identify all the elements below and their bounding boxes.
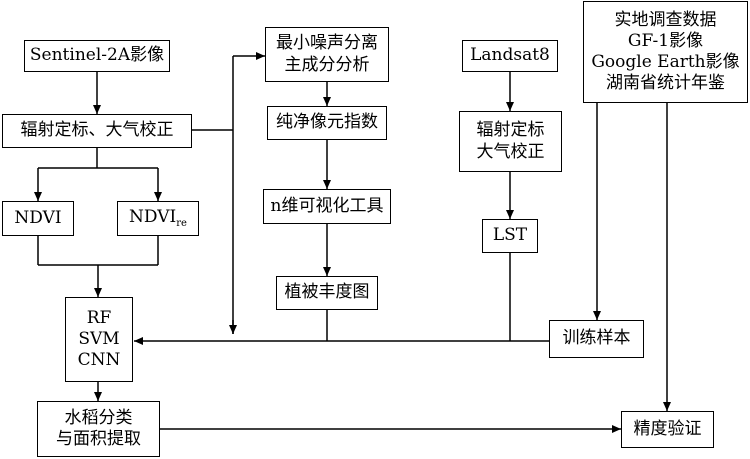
node-ndvis-label: n维可视化工具 xyxy=(270,195,384,216)
node-classifiers: RF SVM CNN xyxy=(65,297,133,382)
node-mnf-line1: 最小噪声分离 xyxy=(276,33,378,54)
node-ndvi-label: NDVI xyxy=(14,207,62,228)
node-ppi: 纯净像元指数 xyxy=(267,106,387,140)
node-fraction: 植被丰度图 xyxy=(276,276,378,310)
node-fraction-label: 植被丰度图 xyxy=(284,282,370,303)
node-extraction-line1: 水稻分类 xyxy=(64,407,133,428)
node-lst-label: LST xyxy=(492,225,528,246)
node-sources-line3: Google Earth影像 xyxy=(591,52,740,72)
node-radiometric-l8: 辐射定标 大气校正 xyxy=(459,111,562,172)
node-sources-line2: GF-1影像 xyxy=(627,30,704,51)
node-accuracy: 精度验证 xyxy=(621,411,714,448)
node-lst: LST xyxy=(482,219,538,253)
node-sentinel-2a: Sentinel-2A影像 xyxy=(24,40,170,72)
node-sources-line1: 实地调查数据 xyxy=(614,9,717,30)
node-training-samples-label: 训练样本 xyxy=(562,328,631,349)
node-ndvire-label: NDVI xyxy=(129,206,177,227)
node-extraction: 水稻分类 与面积提取 xyxy=(37,401,160,457)
node-sources-line4: 湖南省统计年鉴 xyxy=(606,73,725,94)
node-classifiers-rf: RF xyxy=(86,307,112,328)
node-classifiers-svm: SVM xyxy=(78,328,120,349)
node-ndvire-subscript: re xyxy=(176,217,187,229)
node-accuracy-label: 精度验证 xyxy=(633,418,702,439)
node-classifiers-cnn: CNN xyxy=(77,350,121,371)
node-training-samples: 训练样本 xyxy=(549,320,644,358)
node-ndvire: NDVIre xyxy=(117,201,199,236)
node-radiometric-l8-line1: 辐射定标 xyxy=(476,120,545,141)
node-radiometric-l8-line2: 大气校正 xyxy=(476,141,545,162)
node-sentinel-2a-label: Sentinel-2A影像 xyxy=(29,45,165,66)
node-sources: 实地调查数据 GF-1影像 Google Earth影像 湖南省统计年鉴 xyxy=(583,1,748,103)
node-ndvis: n维可视化工具 xyxy=(263,189,391,224)
node-landsat8: Landsat8 xyxy=(462,40,558,72)
node-landsat8-label: Landsat8 xyxy=(470,45,550,66)
node-radiometric-s2: 辐射定标、大气校正 xyxy=(2,114,192,148)
node-ppi-label: 纯净像元指数 xyxy=(276,112,378,133)
node-mnf-line2: 主成分分析 xyxy=(284,54,370,75)
node-ndvi: NDVI xyxy=(2,201,74,236)
node-radiometric-s2-label: 辐射定标、大气校正 xyxy=(20,120,174,141)
node-mnf: 最小噪声分离 主成分分析 xyxy=(265,27,389,82)
node-extraction-line2: 与面积提取 xyxy=(56,429,141,449)
